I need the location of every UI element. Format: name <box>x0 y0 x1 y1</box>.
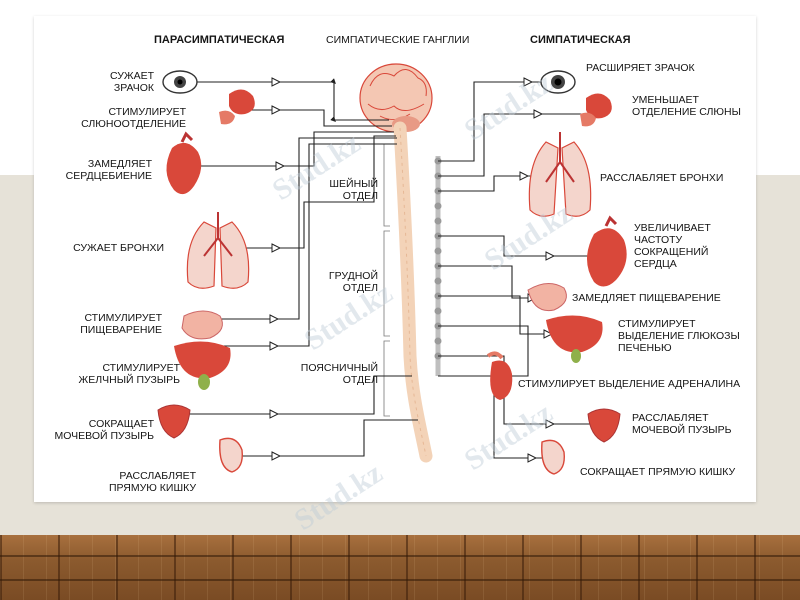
para-label-gallbladder: СТИМУЛИРУЕТ ЖЕЛЧНЫЙ ПУЗЫРЬ <box>78 362 180 386</box>
liver-right <box>546 315 603 363</box>
stomach-left <box>181 310 223 340</box>
ganglia-header: СИМПАТИЧЕСКИЕ ГАНГЛИИ <box>326 34 470 46</box>
wooden-floor <box>0 535 800 600</box>
spine-cervical-label: ШЕЙНЫЙ ОТДЕЛ <box>329 178 378 202</box>
diagram-slide: ПАРАСИМПАТИЧЕСКАЯ СИМПАТИЧЕСКИЕ ГАНГЛИИ … <box>34 16 756 502</box>
symp-label-digestion: ЗАМЕДЛЯЕТ ПИЩЕВАРЕНИЕ <box>572 292 721 304</box>
symp-label-adrenaline: СТИМУЛИРУЕТ ВЫДЕЛЕНИЕ АДРЕНАЛИНА <box>518 378 741 390</box>
liver-left <box>174 341 231 390</box>
para-label-bladder: СОКРАЩАЕТ МОЧЕВОЙ ПУЗЫРЬ <box>54 418 155 442</box>
symp-label-bronchi: РАССЛАБЛЯЕТ БРОНХИ <box>600 172 724 184</box>
symp-label-glucose: СТИМУЛИРУЕТ ВЫДЕЛЕНИЕ ГЛЮКОЗЫ ПЕЧЕНЬЮ <box>618 318 740 354</box>
spine-brackets <box>383 143 390 417</box>
nervous-system-diagram <box>157 63 627 475</box>
symp-label-bladder: РАССЛАБЛЯЕТ МОЧЕВОЙ ПУЗЫРЬ <box>632 412 732 436</box>
sympathetic-nerves <box>438 81 594 459</box>
adrenal-kidney-right <box>486 351 513 400</box>
stomach-right <box>527 283 567 312</box>
sympathetic-header: СИМПАТИЧЕСКАЯ <box>530 34 631 46</box>
spinal-cord <box>393 121 433 463</box>
symp-label-rectum: СОКРАЩАЕТ ПРЯМУЮ КИШКУ <box>580 466 736 478</box>
heart-left <box>166 131 202 195</box>
parasympathetic-arrows <box>269 77 286 461</box>
salivary-gland-right <box>580 93 612 127</box>
symp-label-heart: УВЕЛИЧИВАЕТ ЧАСТОТУ СОКРАЩЕНИЙ СЕРДЦА <box>634 222 711 270</box>
bladder-left <box>157 404 191 439</box>
para-label-bronchi: СУЖАЕТ БРОНХИ <box>73 242 164 254</box>
spine-thoracic-label: ГРУДНОЙ ОТДЕЛ <box>328 270 378 294</box>
para-label-digestion: СТИМУЛИРУЕТ ПИЩЕВАРЕНИЕ <box>80 312 162 336</box>
brain <box>359 63 433 133</box>
rectum-left <box>219 437 243 473</box>
ganglia <box>434 157 442 360</box>
rectum-right <box>541 439 565 475</box>
para-label-rectum: РАССЛАБЛЯЕТ ПРЯМУЮ КИШКУ <box>108 470 196 494</box>
para-label-salivation: СТИМУЛИРУЕТ СЛЮНООТДЕЛЕНИЕ <box>81 106 186 130</box>
lungs-left <box>186 212 250 289</box>
spine-lumbar-label: ПОЯСНИЧНЫЙ ОТДЕЛ <box>300 362 378 386</box>
symp-label-saliva: УМЕНЬШАЕТ ОТДЕЛЕНИЕ СЛЮНЫ <box>632 94 741 118</box>
para-label-heartbeat: ЗАМЕДЛЯЕТ СЕРДЦЕБИЕНИЕ <box>65 158 152 182</box>
parasympathetic-nerves <box>174 78 418 457</box>
lungs-right <box>528 132 592 217</box>
eye-left <box>162 70 198 94</box>
symp-label-pupil: РАСШИРЯЕТ ЗРАЧОК <box>586 62 695 74</box>
parasympathetic-header: ПАРАСИМПАТИЧЕСКАЯ <box>154 34 285 46</box>
heart-right <box>587 215 627 287</box>
sympathetic-arrows <box>519 77 556 463</box>
para-label-pupil: СУЖАЕТ ЗРАЧОК <box>109 70 154 94</box>
salivary-gland-left <box>219 89 255 125</box>
eye-right <box>540 70 576 94</box>
bladder-right <box>587 408 621 443</box>
